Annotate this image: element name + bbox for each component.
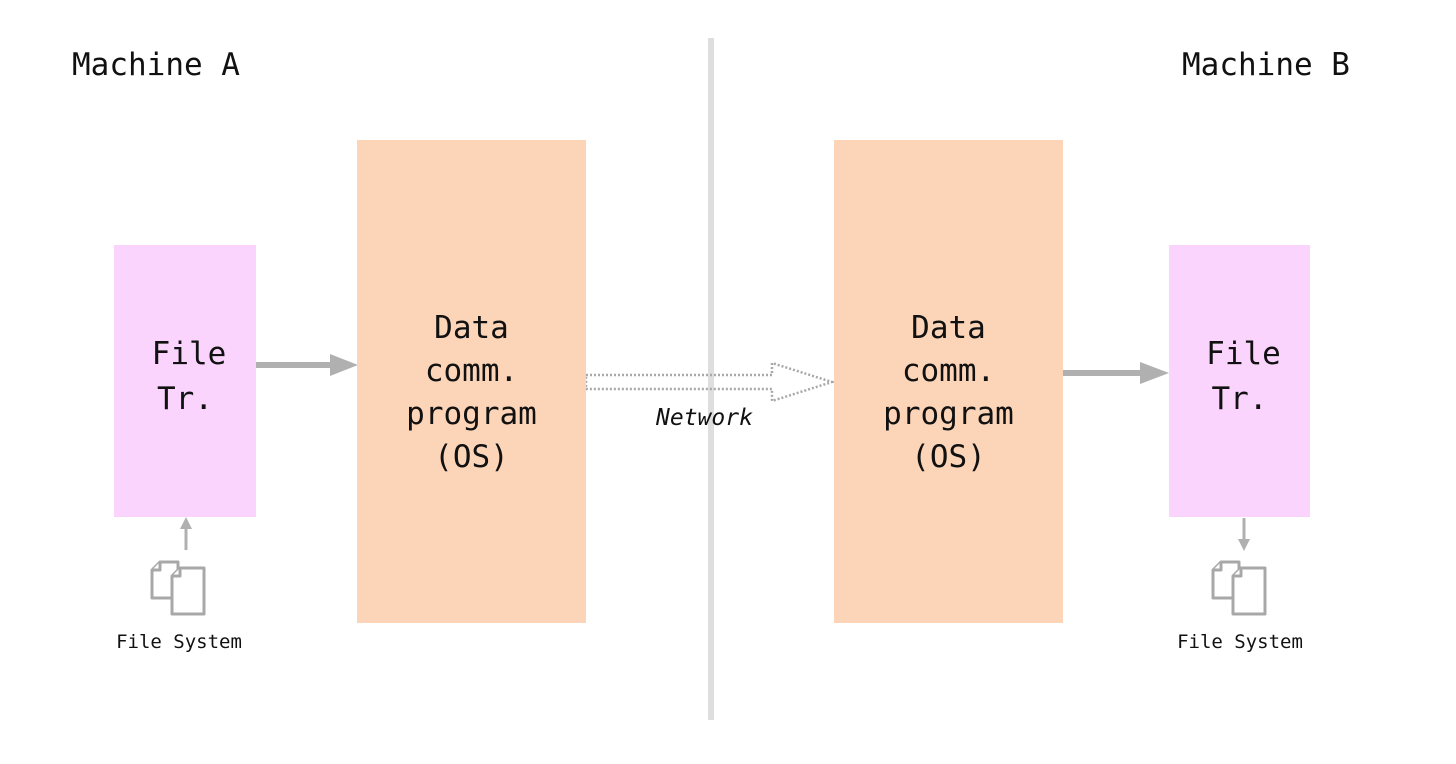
arrow-os-to-ft-b	[1062, 362, 1169, 384]
os-box-label-line: program	[406, 395, 537, 432]
arrow-fs-to-ft-a	[180, 517, 192, 550]
os-box-label-line: comm.	[901, 352, 996, 389]
os-box-label-line: Data	[434, 309, 509, 346]
network-label: Network	[656, 405, 753, 431]
file-transfer-label-line: Tr.	[157, 381, 213, 417]
os-box-label-line: (OS)	[434, 438, 509, 475]
machine-a-title: Machine A	[72, 47, 240, 83]
file-transfer-label-line: Tr.	[1211, 381, 1268, 417]
data-comm-program-box-a: Data comm. program (OS)	[357, 140, 586, 623]
arrow-ft-to-fs-b	[1238, 518, 1250, 551]
arrow-ft-to-os-a	[256, 354, 358, 376]
file-system-label-a: File System	[116, 631, 242, 653]
file-transfer-label-line: File	[151, 336, 227, 372]
file-transfer-label-line: File	[1206, 336, 1281, 372]
network-arrow	[584, 361, 837, 403]
documents-icon	[1211, 560, 1267, 616]
file-transfer-box-b: File Tr.	[1169, 245, 1310, 517]
machine-b-title: Machine B	[1182, 47, 1350, 83]
file-transfer-box-a: File Tr.	[114, 245, 256, 517]
documents-icon	[150, 560, 206, 616]
os-box-label-line: program	[883, 395, 1014, 432]
os-box-label-line: (OS)	[911, 438, 986, 475]
os-box-label-line: comm.	[424, 352, 519, 389]
os-box-label-line: Data	[911, 309, 986, 346]
data-comm-program-box-b: Data comm. program (OS)	[834, 140, 1063, 623]
file-system-label-b: File System	[1177, 631, 1303, 653]
